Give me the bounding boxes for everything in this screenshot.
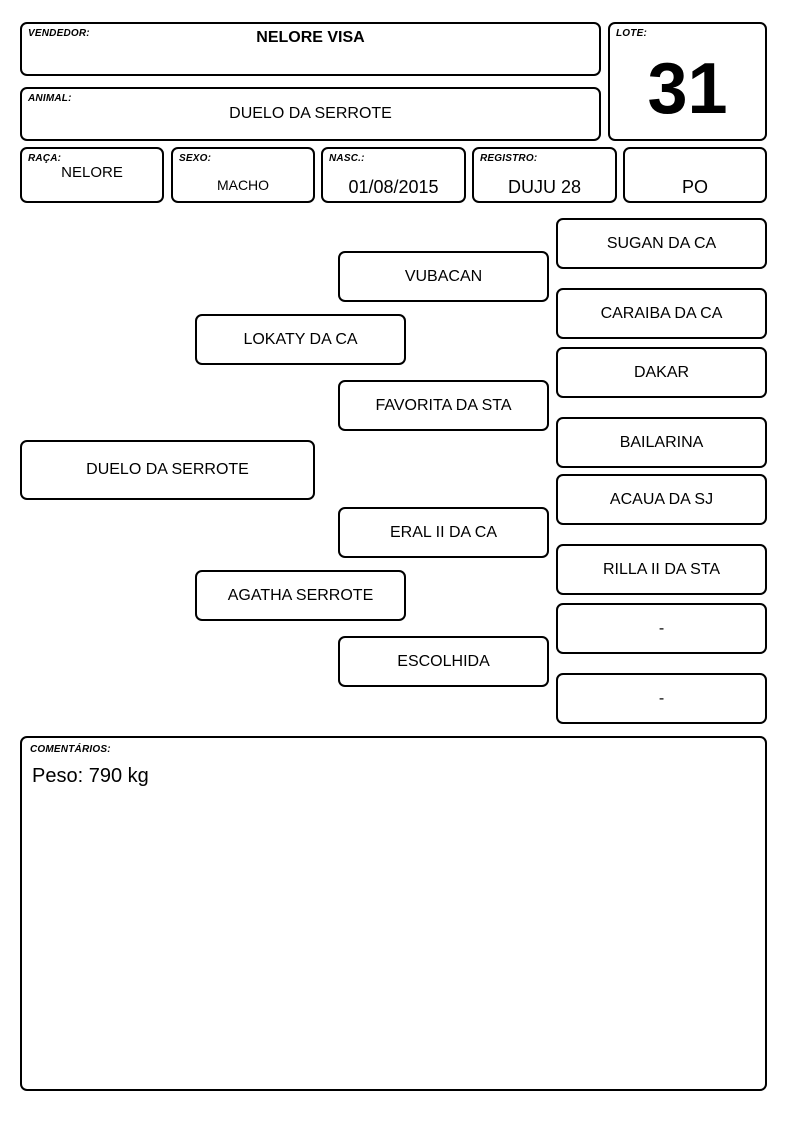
comments-text: Peso: 790 kg — [32, 765, 149, 787]
nasc-box: NASC.: 01/08/2015 — [321, 147, 466, 203]
animal-label: ANIMAL: — [28, 93, 72, 104]
registro-label: REGISTRO: — [480, 153, 538, 164]
pedigree-avo-paterna: FAVORITA DA STA — [338, 380, 549, 431]
registro-box: REGISTRO: DUJU 28 — [472, 147, 617, 203]
pedigree-mae: AGATHA SERROTE — [195, 570, 406, 621]
pedigree-bisavo-6: RILLA II DA STA — [556, 544, 767, 595]
vendedor-box: VENDEDOR: NELORE VISA — [20, 22, 601, 76]
registro-value: DUJU 28 — [507, 177, 582, 197]
pedigree-bisavo-4: BAILARINA — [556, 417, 767, 468]
lote-box: LOTE: 31 — [608, 22, 767, 141]
raca-value: NELORE — [61, 164, 123, 181]
animal-value: DUELO DA SERROTE — [229, 105, 392, 122]
tipo-box: PO — [623, 147, 767, 203]
animal-box: ANIMAL: DUELO DA SERROTE — [20, 87, 601, 141]
pedigree-animal: DUELO DA SERROTE — [20, 440, 315, 500]
sexo-label: SEXO: — [179, 153, 212, 164]
sexo-box: SEXO: MACHO — [171, 147, 315, 203]
nasc-label: NASC.: — [329, 153, 365, 164]
pedigree-pai: LOKATY DA CA — [195, 314, 406, 365]
nasc-value: 01/08/2015 — [348, 177, 439, 197]
lote-value: 31 — [647, 49, 728, 129]
pedigree-bisavo-1: SUGAN DA CA — [556, 218, 767, 269]
pedigree-bisavo-2: CARAIBA DA CA — [556, 288, 767, 339]
pedigree-bisavo-5: ACAUA DA SJ — [556, 474, 767, 525]
pedigree-avo-materna: ESCOLHIDA — [338, 636, 549, 687]
vendedor-value: NELORE VISA — [256, 29, 365, 46]
raca-label: RAÇA: — [28, 153, 62, 164]
sexo-value: MACHO — [216, 177, 270, 193]
lote-label: LOTE: — [616, 28, 647, 39]
pedigree-avo-paterno: VUBACAN — [338, 251, 549, 302]
pedigree-bisavo-3: DAKAR — [556, 347, 767, 398]
comments-label: COMENTÁRIOS: — [30, 744, 111, 755]
vendedor-label: VENDEDOR: — [28, 28, 90, 39]
comments-box: COMENTÁRIOS: Peso: 790 kg — [20, 736, 767, 1091]
tipo-value: PO — [681, 177, 708, 197]
pedigree-bisavo-8: - — [556, 673, 767, 724]
pedigree-bisavo-7: - — [556, 603, 767, 654]
raca-box: RAÇA: NELORE — [20, 147, 164, 203]
pedigree-avo-materno: ERAL II DA CA — [338, 507, 549, 558]
